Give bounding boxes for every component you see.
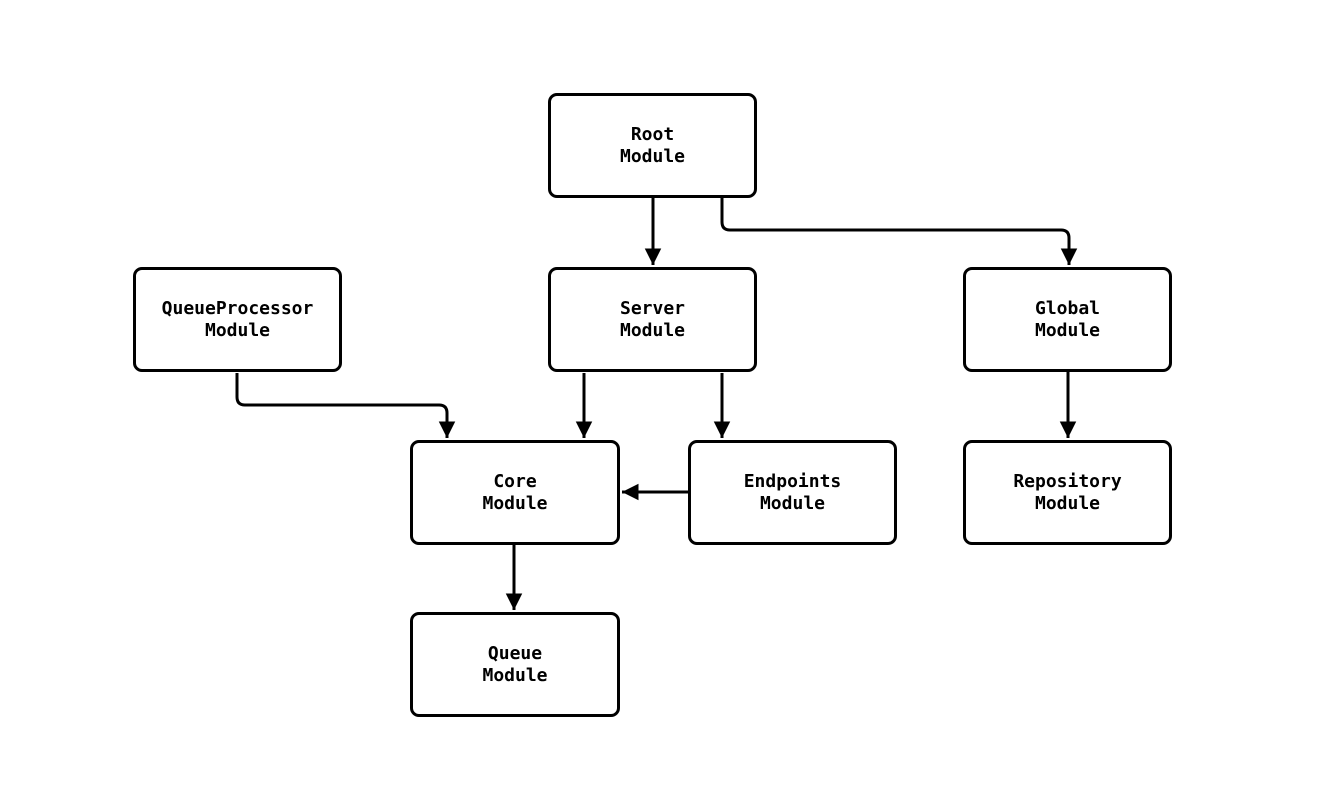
edge-queueprocessor-to-core: [235, 373, 456, 438]
node-endpoints-module: Endpoints Module: [688, 440, 897, 545]
node-core-module: Core Module: [410, 440, 620, 545]
node-server-module-label: Server Module: [619, 297, 686, 341]
node-root-module-label: Root Module: [619, 123, 686, 167]
node-queueprocessor-module-label: QueueProcessor Module: [161, 297, 314, 341]
node-repository-module-label: Repository Module: [1013, 470, 1122, 514]
node-queue-module: Queue Module: [410, 612, 620, 717]
node-core-module-label: Core Module: [482, 470, 548, 514]
node-global-module-label: Global Module: [1034, 297, 1101, 341]
node-queueprocessor-module: QueueProcessor Module: [133, 267, 342, 372]
node-server-module: Server Module: [548, 267, 757, 372]
node-root-module: Root Module: [548, 93, 757, 198]
node-global-module: Global Module: [963, 267, 1172, 372]
edge-root-to-global: [720, 198, 1078, 265]
node-repository-module: Repository Module: [963, 440, 1172, 545]
node-endpoints-module-label: Endpoints Module: [743, 470, 842, 514]
node-queue-module-label: Queue Module: [482, 642, 548, 686]
